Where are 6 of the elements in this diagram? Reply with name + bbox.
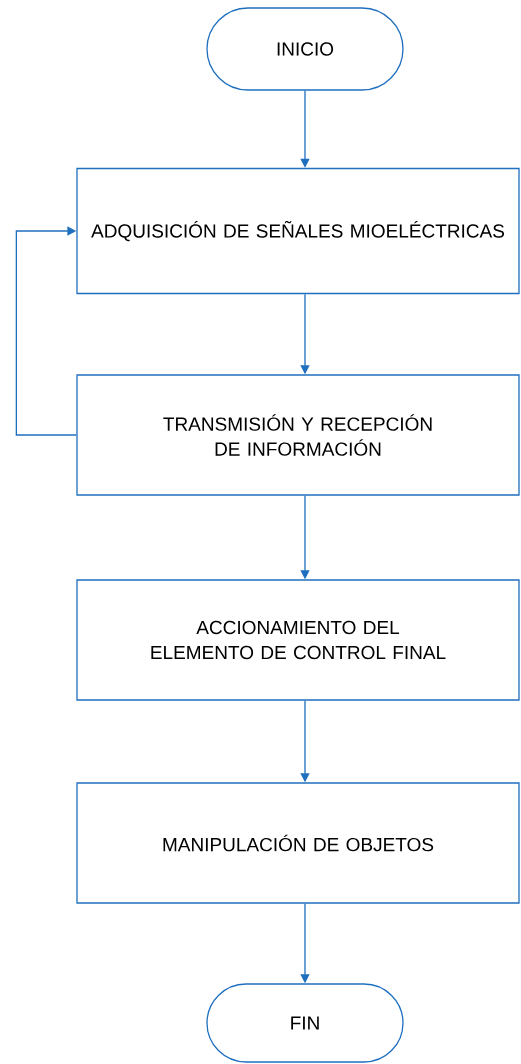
arrow [15,226,77,436]
process-box: TRANSMISIÓN Y RECEPCIÓN DE INFORMACIÓN [76,374,520,496]
process-box: ACCIONAMIENTO DEL ELEMENTO DE CONTROL FINAL [76,579,520,701]
arrow [300,90,310,168]
process-box: ADQUISICIÓN DE SEÑALES MIOELÉCTRICAS [76,167,520,295]
process-box: MANIPULACIÓN DE OBJETOS [76,782,520,904]
